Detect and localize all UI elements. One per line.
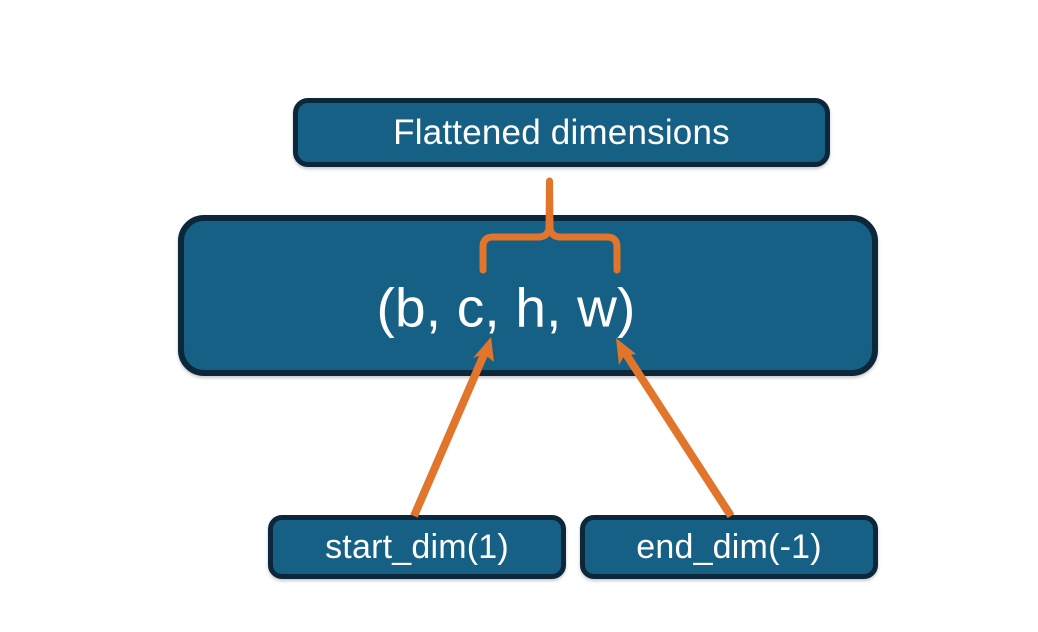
end-dim-box[interactable]: end_dim(-1): [580, 515, 878, 579]
start-dim-box[interactable]: start_dim(1): [268, 515, 566, 579]
flattened-dimensions-label: Flattened dimensions: [393, 113, 730, 152]
start-dim-label: start_dim(1): [325, 528, 509, 566]
flattened-dimensions-box[interactable]: Flattened dimensions: [293, 98, 830, 167]
tensor-shape-box[interactable]: (b, c, h, w): [178, 215, 878, 376]
end-dim-label: end_dim(-1): [636, 528, 822, 566]
tensor-shape-label: (b, c, h, w): [376, 276, 636, 338]
